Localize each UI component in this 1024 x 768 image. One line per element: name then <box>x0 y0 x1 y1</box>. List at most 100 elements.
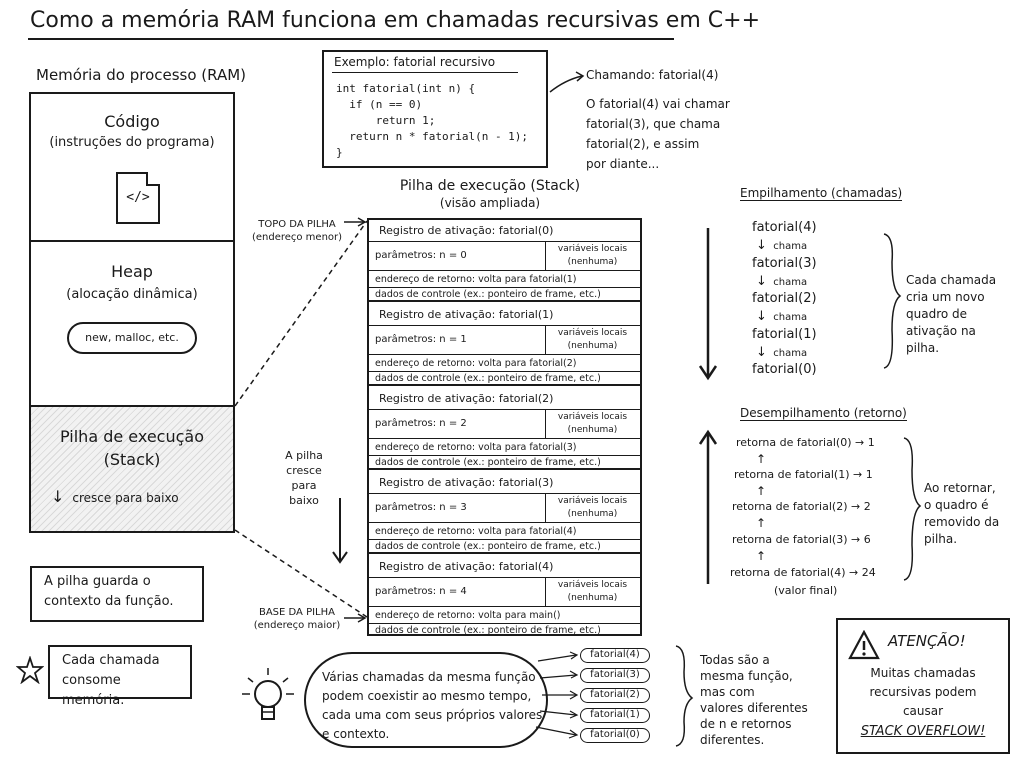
ram-label: Memória do processo (RAM) <box>36 66 247 84</box>
heap-segment-subtitle: (alocação dinâmica) <box>66 287 198 302</box>
stack-top-title: TOPO DA PILHA <box>258 219 336 230</box>
arrow-up-icon: ↑ <box>756 549 767 563</box>
example-title: Exemplo: fatorial recursivo <box>334 55 496 69</box>
arrow-down-icon: ↓ <box>756 238 767 253</box>
warning-icon <box>848 630 880 660</box>
page-title: Como a memória RAM funciona em chamadas … <box>30 8 760 33</box>
pop-item: retorna de fatorial(0) → 1 <box>736 436 875 449</box>
push-item: fatorial(1) <box>752 327 817 342</box>
context-note: A pilha guarda o contexto da função. <box>30 566 204 622</box>
pop-note: Ao retornar, o quadro é removido da pilh… <box>924 480 999 548</box>
pop-item: retorna de fatorial(4) → 24 <box>730 566 876 579</box>
activation-frame: Registro de ativação: fatorial(3) parâme… <box>369 472 640 554</box>
warning-line: causar <box>902 704 944 718</box>
explanation-line: fatorial(2), e assim <box>586 137 700 151</box>
pop-item: retorna de fatorial(2) → 2 <box>732 500 871 513</box>
push-arrow-label: chama <box>773 277 808 288</box>
frame-control-data: dados de controle (ex.: ponteiro de fram… <box>369 623 640 638</box>
arrow-up-icon: ↑ <box>756 516 767 530</box>
frame-control-data: dados de controle (ex.: ponteiro de fram… <box>369 539 640 554</box>
push-note-line: ativação na <box>906 324 976 338</box>
frame-title: Registro de ativação: fatorial(4) <box>379 560 554 573</box>
stack-panel-title: Pilha de execução (Stack) (visão ampliad… <box>368 178 612 212</box>
push-note-line: quadro de <box>906 307 968 321</box>
push-note-line: Cada chamada <box>906 273 997 287</box>
star-icon <box>16 656 44 684</box>
arrow-down-icon: ↓ <box>756 274 767 289</box>
frame-locals: variáveis locais(nenhuma) <box>545 578 639 606</box>
code-segment-title: Código <box>104 112 160 131</box>
lightbulb-icon <box>242 668 294 720</box>
frame-locals-value: (nenhuma) <box>567 509 618 519</box>
stack-base-title: BASE DA PILHA <box>258 607 335 618</box>
bubble-line: podem coexistir ao mesmo tempo, <box>322 689 532 703</box>
frame-locals-title: variáveis locais <box>557 244 628 254</box>
frame-title: Registro de ativação: fatorial(3) <box>379 476 554 489</box>
frame-title: Registro de ativação: fatorial(0) <box>379 224 554 237</box>
frame-title: Registro de ativação: fatorial(1) <box>379 308 554 321</box>
pop-item: retorna de fatorial(3) → 6 <box>732 533 871 546</box>
bubble-line: cada uma com seus próprios valores <box>322 708 543 722</box>
context-note-line: A pilha guarda o <box>44 574 151 589</box>
warning-emphasis: STACK OVERFLOW! <box>860 724 986 739</box>
summary-line: valores diferentes <box>700 701 808 715</box>
activation-frame: Registro de ativação: fatorial(2) parâme… <box>369 388 640 470</box>
push-title: Empilhamento (chamadas) <box>740 186 903 201</box>
grows-line: A pilha <box>285 449 323 462</box>
stack-grows-note: ↓cresce para baixo <box>51 487 179 506</box>
example-title-underline <box>332 72 518 73</box>
title-underline <box>28 38 674 40</box>
push-note-line: pilha. <box>906 341 940 355</box>
frame-locals: variáveis locais(nenhuma) <box>545 326 639 354</box>
call-pill: fatorial(4) <box>580 648 650 663</box>
heap-segment-title: Heap <box>111 262 153 281</box>
push-arrow: ↓ chama <box>756 345 807 360</box>
code-segment: Código (instruções do programa) </> <box>31 94 233 242</box>
frame-params-row: parâmetros: n = 1 variáveis locais(nenhu… <box>369 325 640 355</box>
call-pill: fatorial(0) <box>580 728 650 743</box>
pop-final-label: (valor final) <box>774 584 838 597</box>
frame-params-row: parâmetros: n = 2 variáveis locais(nenhu… <box>369 409 640 439</box>
call-pill: fatorial(3) <box>580 668 650 683</box>
push-note: Cada chamada cria um novo quadro de ativ… <box>906 272 996 357</box>
stack-base-label: BASE DA PILHA (endereço maior) <box>248 606 346 632</box>
frame-return-address: endereço de retorno: volta para fatorial… <box>375 526 577 537</box>
explanation-line: por diante... <box>586 157 660 171</box>
example-explanation: O fatorial(4) vai chamar fatorial(3), qu… <box>586 94 730 174</box>
frame-params: parâmetros: n = 3 <box>375 502 467 513</box>
stack-top-sub: (endereço menor) <box>251 232 343 243</box>
push-arrow: ↓ chama <box>756 309 807 324</box>
stack-subtitle: (visão ampliada) <box>439 196 541 210</box>
push-item: fatorial(3) <box>752 256 817 271</box>
stack-base-sub: (endereço maior) <box>253 620 341 631</box>
call-pill: fatorial(1) <box>580 708 650 723</box>
frame-locals-title: variáveis locais <box>557 412 628 422</box>
push-item: fatorial(4) <box>752 220 817 235</box>
frame-title: Registro de ativação: fatorial(2) <box>379 392 554 405</box>
ram-diagram: Código (instruções do programa) </> Heap… <box>29 92 235 533</box>
frame-params-row: parâmetros: n = 0 variáveis locais(nenhu… <box>369 241 640 271</box>
frame-params-row: parâmetros: n = 3 variáveis locais(nenhu… <box>369 493 640 523</box>
stack-top-label: TOPO DA PILHA (endereço menor) <box>248 218 346 244</box>
heap-cloud: new, malloc, etc. <box>67 322 197 354</box>
warning-line: Muitas chamadas <box>870 666 976 680</box>
grows-line: para baixo <box>289 479 319 507</box>
heap-segment: Heap (alocação dinâmica) new, malloc, et… <box>31 242 233 407</box>
summary-line: mesma função, <box>700 669 793 683</box>
activation-frame: Registro de ativação: fatorial(0) parâme… <box>369 220 640 302</box>
pop-note-line: o quadro é <box>924 498 989 512</box>
summary-note: Todas são a mesma função, mas com valore… <box>700 652 808 748</box>
frame-return-address: endereço de retorno: volta para fatorial… <box>375 274 577 285</box>
activation-frame: Registro de ativação: fatorial(1) parâme… <box>369 304 640 386</box>
frame-control-data: dados de controle (ex.: ponteiro de fram… <box>369 455 640 470</box>
frame-params: parâmetros: n = 1 <box>375 334 467 345</box>
warning-text: Muitas chamadas recursivas podem causar … <box>838 664 1008 741</box>
stack-grows-label: A pilha cresce para baixo <box>276 448 332 508</box>
pop-note-line: removido da <box>924 515 1000 529</box>
pop-note-line: pilha. <box>924 532 958 546</box>
push-arrow-label: chama <box>773 348 808 359</box>
warning-box: ATENÇÃO! Muitas chamadas recursivas pode… <box>836 618 1010 754</box>
frame-params: parâmetros: n = 0 <box>375 250 467 261</box>
stack-grows-label: cresce para baixo <box>72 491 179 505</box>
pop-note-line: Ao retornar, <box>924 481 996 495</box>
